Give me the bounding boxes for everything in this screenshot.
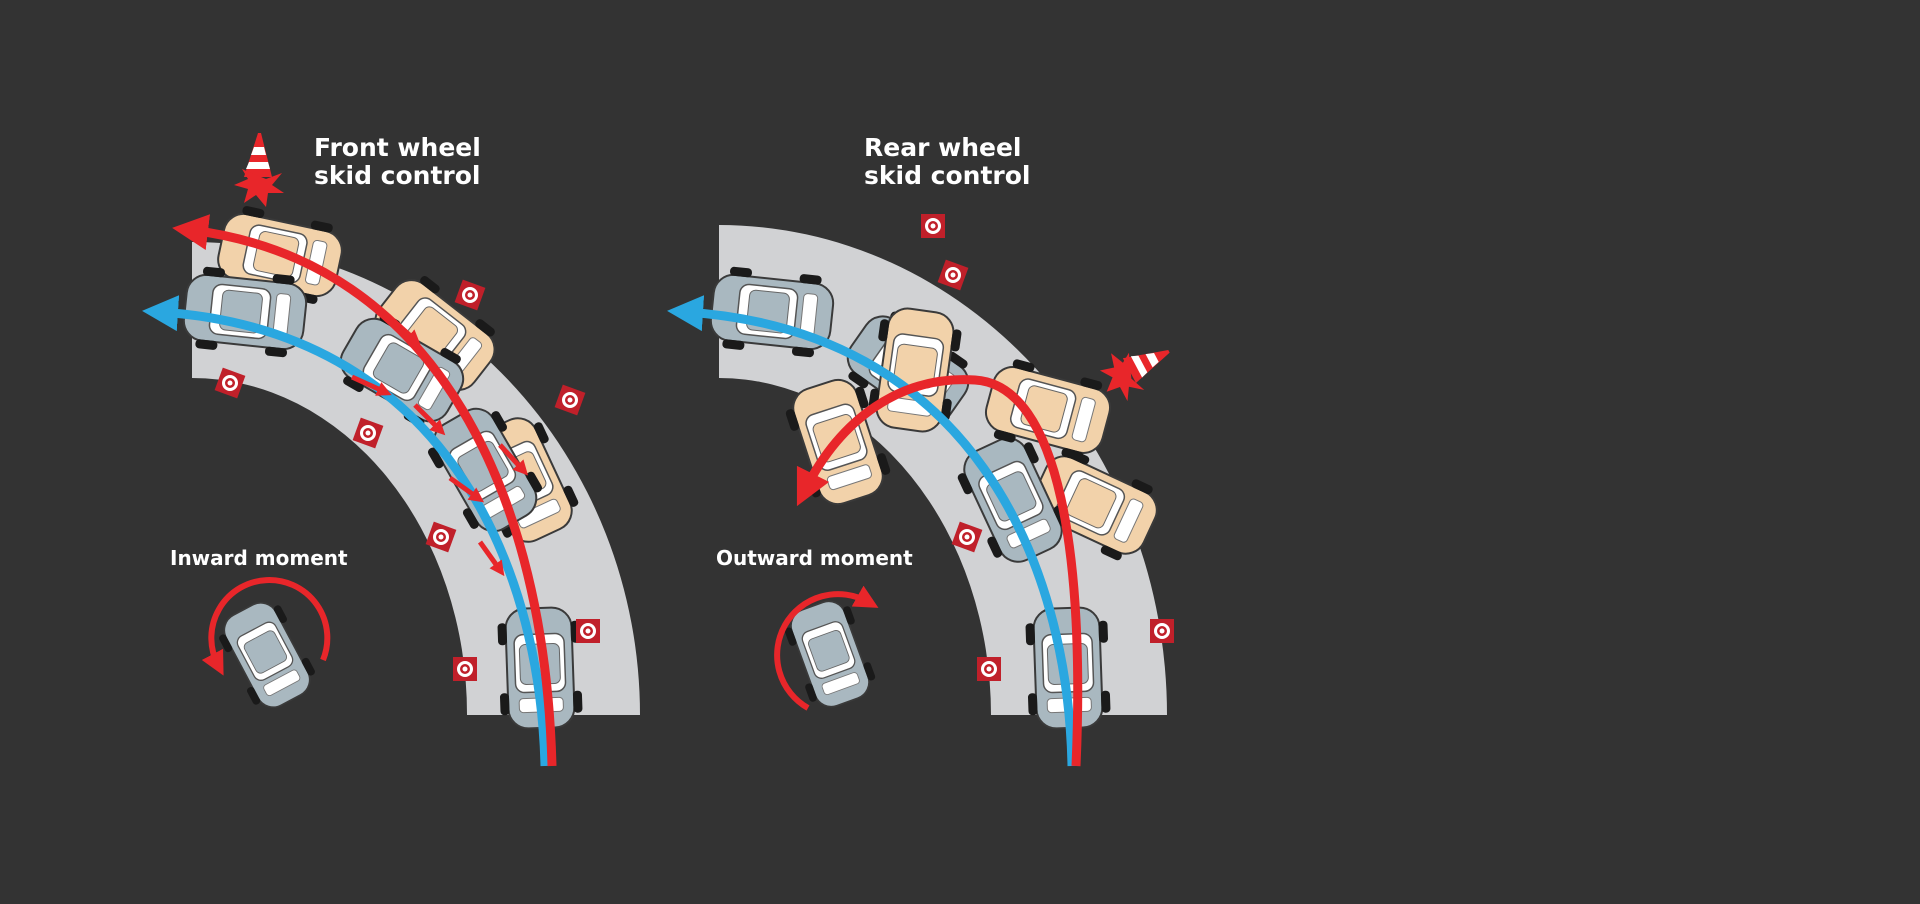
front-wheel-panel — [142, 133, 640, 767]
counter-clockwise-rotation-icon — [201, 577, 331, 676]
moment-car-left — [211, 592, 323, 718]
cone-marker-icon — [977, 657, 1001, 681]
cone-marker-icon — [921, 214, 945, 238]
skid-arrow-3 — [413, 403, 446, 436]
cone-marker-icon — [576, 619, 600, 643]
skid-path-right — [796, 375, 1083, 767]
inward-moment-label: Inward moment — [170, 546, 348, 570]
skid-arrow-2 — [350, 374, 392, 396]
front-wheel-title-line1: Front wheel — [314, 133, 481, 162]
skid-arrow-6 — [477, 540, 505, 577]
front-wheel-title: Front wheel skid control — [314, 134, 481, 190]
cone-marker-icon — [937, 259, 969, 291]
clockwise-rotation-icon — [774, 585, 879, 711]
skid-arrow-4 — [498, 443, 529, 476]
intended-path-left — [142, 295, 550, 767]
traffic-cone-impact-icon — [1099, 349, 1170, 402]
cone-marker-icon — [454, 279, 486, 311]
rear-wheel-title: Rear wheel skid control — [864, 134, 1031, 190]
front-wheel-title-line2: skid control — [314, 161, 481, 190]
intended-path-right — [667, 295, 1077, 767]
rear-wheel-title-line1: Rear wheel — [864, 133, 1022, 162]
cone-marker-icon — [214, 367, 246, 399]
cone-marker-icon — [453, 657, 477, 681]
traffic-cone-impact-icon — [234, 133, 284, 207]
cone-marker-icon — [352, 417, 384, 449]
cone-marker-icon — [1150, 619, 1174, 643]
cone-marker-icon — [554, 384, 586, 416]
rear-wheel-title-line2: skid control — [864, 161, 1031, 190]
skid-arrow-5 — [448, 475, 485, 503]
cone-marker-icon — [951, 521, 983, 553]
rear-wheel-panel — [667, 214, 1174, 767]
cone-marker-icon — [425, 521, 457, 553]
outward-moment-label: Outward moment — [716, 546, 913, 570]
skid-arrow-1 — [393, 320, 421, 346]
skid-path-left — [172, 214, 557, 767]
track-left — [192, 242, 640, 715]
